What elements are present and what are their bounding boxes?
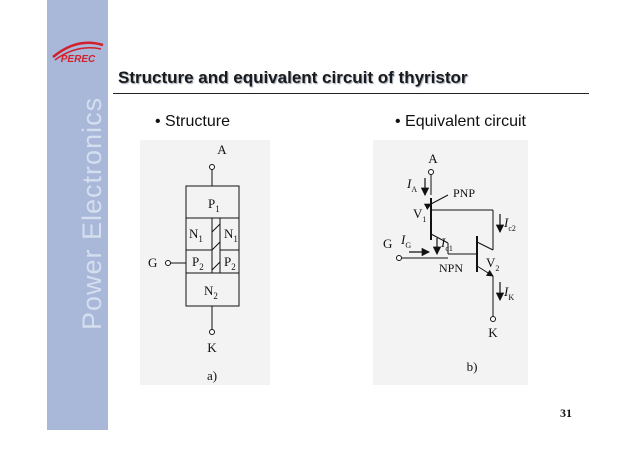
caption-b: b) <box>467 359 478 374</box>
sidebar-band: PEREC Power Electronics <box>47 0 108 430</box>
region-p2-right-label: P2 <box>224 254 236 272</box>
ia-label: IA <box>406 176 417 194</box>
gate-label: G <box>148 255 157 270</box>
region-n1-left-label: N1 <box>189 226 203 244</box>
circuit-anode-label: A <box>428 151 438 166</box>
circuit-gate-terminal <box>396 255 402 261</box>
ik-label: IK <box>503 284 514 302</box>
cathode-terminal <box>209 329 215 335</box>
circuit-cathode-label: K <box>488 325 498 340</box>
pnp-collector <box>430 233 449 244</box>
region-p1-label: P1 <box>208 196 220 214</box>
slide-title: Structure and equivalent circuit of thyr… <box>118 68 468 87</box>
caption-a: a) <box>207 368 217 383</box>
cathode-label: K <box>207 340 217 355</box>
v2-label: V2 <box>486 255 499 273</box>
circuit-gate-label: G <box>383 236 392 251</box>
ic2-label: Ic2 <box>503 215 516 233</box>
region-n2-label: N2 <box>204 283 218 301</box>
region-p2-left-label: P2 <box>192 254 204 272</box>
circuit-cathode-terminal <box>490 316 496 322</box>
bullet-equivalent-circuit: • Equivalent circuit <box>395 113 526 130</box>
circuit-anode-terminal <box>428 169 434 175</box>
title-divider <box>113 93 589 94</box>
gate-terminal <box>165 260 171 266</box>
bullet-structure: • Structure <box>155 113 230 130</box>
structure-diagram: A P1 N1 N1 P2 P2 N2 G K a) <box>140 140 270 385</box>
sidebar-vertical-text: Power Electronics <box>77 96 107 330</box>
pnp-emitter <box>423 194 449 210</box>
npn-emitter <box>476 265 494 277</box>
npn-collector <box>476 241 494 251</box>
region-n1-right-label: N1 <box>224 226 238 244</box>
equivalence-diagonal-2 <box>211 241 221 251</box>
diagram-b-background <box>373 140 528 385</box>
perec-logo: PEREC <box>52 41 104 65</box>
anode-label: A <box>217 142 227 157</box>
ic1-label: Ic1 <box>440 235 453 253</box>
logo-text: PEREC <box>61 54 96 65</box>
ig-label: IG <box>400 232 411 250</box>
equivalence-diagonal-3 <box>211 261 221 271</box>
v1-label: V1 <box>413 206 426 224</box>
equivalence-diagonal-1 <box>211 223 221 233</box>
page-number: 31 <box>560 406 572 420</box>
npn-label: NPN <box>439 261 463 275</box>
pnp-label: PNP <box>453 186 475 200</box>
equivalent-circuit-diagram: A IA PNP V1 Ic2 V2 NPN Ic1 G IG IK K b) <box>373 140 528 385</box>
anode-terminal <box>209 164 215 170</box>
